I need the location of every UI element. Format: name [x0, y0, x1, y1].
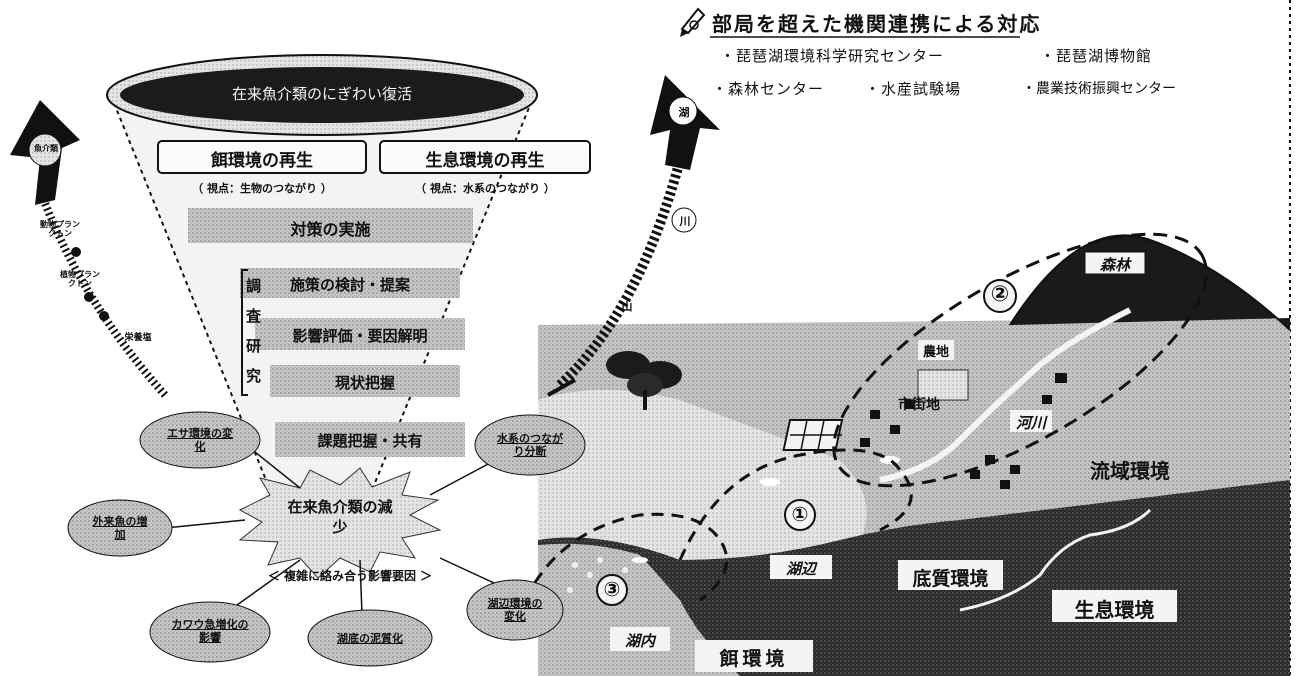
factor-connectors	[164, 447, 521, 616]
research-bracket	[241, 269, 248, 396]
food-env-regen-label: 餌環境の再生	[211, 151, 313, 171]
funnel-top-label: 在来魚介類のにぎわい復活	[232, 85, 413, 103]
factor-bird-bubble	[149, 601, 271, 663]
step-policy: 施策の検討・提案	[289, 276, 410, 294]
step-status-bar	[270, 365, 460, 397]
factor-alien-fish-bubble	[67, 499, 173, 557]
basin-env-label: 流域環境	[1090, 459, 1170, 483]
river-line	[879, 307, 1132, 483]
shore-trees	[606, 351, 682, 410]
research-char-2: 査	[246, 307, 262, 325]
food-chain-arrow	[10, 100, 168, 398]
zone3-curve	[523, 512, 729, 602]
step-issue: 課題把握・共有	[317, 432, 423, 450]
factor-water-link-bubble	[474, 414, 586, 476]
food-env-viewpoint: （ 視点：生物のつながり ）	[192, 182, 332, 195]
org-agri-center: ・農業技術振興センター	[1022, 81, 1176, 97]
habitat-env-label: 生息環境	[1074, 598, 1155, 622]
step-assess: 影響評価・要因解明	[292, 327, 428, 345]
food-env-map-label: 餌環境	[719, 648, 789, 670]
pen-icon	[680, 7, 706, 37]
sediment-env-label: 底質環境	[912, 568, 989, 590]
river-label-box	[1010, 410, 1052, 432]
farmland-label: 農地	[922, 345, 949, 360]
water-chain-river: 川	[679, 215, 691, 228]
factor-alien-fish: 外来魚の増加	[92, 515, 148, 541]
farmland-patch	[917, 369, 969, 401]
zone2-label: ②	[990, 282, 1010, 307]
forest-mountain	[1010, 235, 1290, 330]
zone2-circle	[983, 279, 1017, 313]
org-env-center: ・琵琶湖環境科学研究センター	[720, 47, 945, 65]
food-env-box	[157, 140, 367, 174]
org-forest-center: ・森林センター	[712, 80, 825, 98]
zone1-label: ①	[791, 502, 809, 526]
food-chain-zooplankton: 動物プランクトン	[40, 220, 80, 238]
solar-panel	[782, 419, 844, 451]
lakeside-label: 湖辺	[785, 560, 816, 578]
fish-marks	[632, 456, 900, 563]
lake-inner-label-box	[610, 627, 670, 651]
food-chain-nutrient: 栄養塩	[124, 333, 152, 343]
food-chain-fish: 魚介類	[34, 144, 58, 153]
org-museum: ・琵琶湖博物館	[1040, 47, 1153, 65]
factor-bird: カワウ急増化の影響	[171, 618, 249, 644]
zone3-circle	[596, 574, 628, 606]
lakeside-label-box	[770, 555, 832, 579]
water-chain-lake: 湖	[678, 106, 690, 119]
farmland-label-box	[918, 340, 954, 360]
lake-inner-label: 湖内	[624, 632, 655, 650]
factor-lake-shore: 湖辺環境の変化	[487, 597, 543, 623]
step-policy-bar	[240, 268, 460, 298]
factor-bottom-bubble	[307, 609, 433, 667]
research-char-3: 研	[246, 337, 262, 355]
org-fisheries: ・水産試験場	[865, 80, 962, 98]
habitat-env-box	[379, 140, 591, 174]
habitat-boundary-line	[959, 508, 1152, 612]
decline-starburst	[238, 467, 442, 579]
food-env-label-box	[695, 640, 813, 672]
step-issue-bar	[275, 422, 465, 457]
habitat-label-box	[1052, 590, 1177, 622]
river-label: 河川	[1015, 414, 1046, 432]
habitat-viewpoint: （ 視点：水系のつながり ）	[415, 182, 555, 195]
decline-center: 在来魚介類の減少	[287, 498, 393, 536]
decline-caption: ＜ 複雑に絡み合う影響要因 ＞	[267, 569, 433, 583]
factor-lake-shore-bubble	[466, 579, 564, 641]
forest-label: 森林	[1099, 256, 1130, 274]
zone3-label: ③	[603, 577, 621, 601]
sediment-label-box	[898, 560, 1003, 590]
step-implement: 対策の実施	[290, 220, 371, 239]
step-assess-bar	[255, 318, 465, 350]
forest-label-box	[1084, 251, 1146, 275]
houses	[860, 373, 1067, 489]
water-chain-arrow	[547, 75, 720, 397]
zone1-curve	[678, 448, 913, 561]
zone1-circle	[784, 499, 816, 531]
zone2-ellipse	[832, 232, 1208, 488]
step-status: 現状把握	[334, 374, 395, 392]
factor-bottom: 湖底の泥質化	[337, 632, 403, 645]
urban-label: 市街地	[898, 397, 940, 413]
step-implement-bar	[188, 208, 473, 243]
header-title: 部局を超えた機関連携による対応	[712, 12, 1042, 36]
factor-food-env-bubble	[139, 411, 261, 469]
factor-food-env: エサ環境の変化	[167, 427, 233, 453]
habitat-regen-label: 生息環境の再生	[425, 151, 545, 171]
watershed-map	[538, 234, 1291, 676]
food-chain-phytoplankton: 植物プランクトン	[60, 270, 100, 288]
research-char-4: 究	[246, 367, 262, 385]
factor-water-link: 水系のつながり分断	[497, 432, 563, 458]
research-char-1: 調	[246, 277, 262, 295]
water-chain-mountain: 山	[621, 300, 633, 313]
